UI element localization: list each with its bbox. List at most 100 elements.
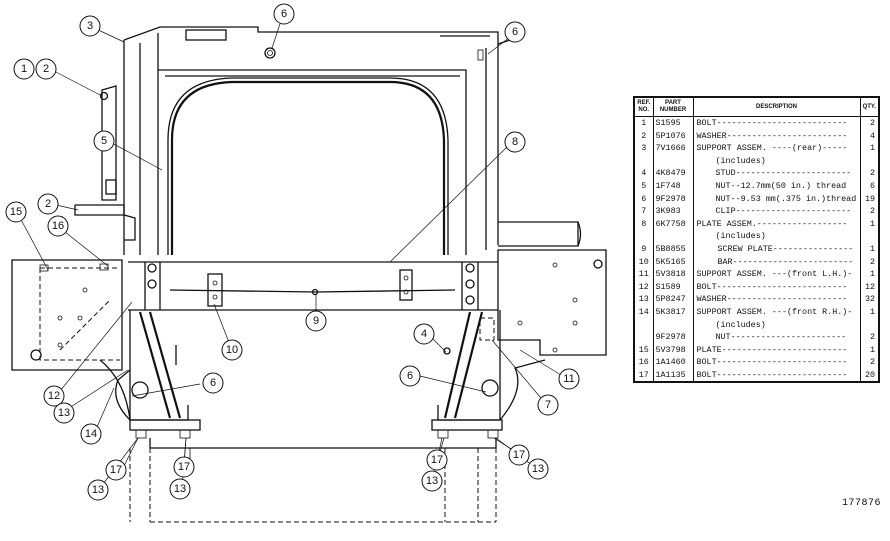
svg-text:13: 13 [426, 475, 438, 487]
svg-text:6: 6 [512, 26, 518, 38]
cell-ref-no: 4 [635, 167, 654, 180]
cell-description: BOLT-------------------------- [693, 280, 861, 294]
svg-text:2: 2 [45, 198, 51, 210]
rear-support-assembly [74, 26, 582, 255]
table-row: (includes) [635, 230, 878, 243]
cell-part-number: 5V3798 [653, 343, 694, 357]
svg-text:16: 16 [52, 220, 64, 232]
cell-description: PLATE------------------------- [693, 343, 861, 357]
cell-ref-no: 15 [635, 343, 654, 357]
svg-text:13: 13 [532, 463, 544, 475]
cell-quantity: 2 [869, 357, 875, 368]
cell-description: NUT----------------------- [693, 331, 861, 344]
svg-text:17: 17 [178, 461, 190, 473]
cell-quantity: 6 [869, 180, 875, 191]
callout-1: 1 [13, 58, 35, 80]
cell-description: SUPPORT ASSEM. ---(front L.H.)- [693, 268, 861, 281]
cell-description: WASHER------------------------ [693, 293, 861, 306]
cell-description: SUPPORT ASSEM. ---(front R.H.)- [693, 305, 861, 319]
cell-quantity: 1 [869, 269, 875, 280]
side-plate-left [11, 259, 123, 371]
cell-part-number: 9F2978 [653, 331, 694, 344]
cell-part-number: 1A1460 [653, 356, 694, 369]
cell-description: (includes) [693, 154, 861, 168]
cell-ref-no: 13 [635, 293, 654, 306]
callout-12: 12 [43, 385, 65, 407]
cell-description: CLIP----------------------- [693, 205, 861, 218]
cell-part-number: 6K7758 [653, 217, 694, 231]
callout-8: 8 [504, 131, 526, 153]
cell-ref-no [635, 318, 654, 332]
header-quantity: QTY. [860, 98, 878, 117]
callout-13-left-b: 13 [169, 478, 191, 500]
cell-ref-no: 9 [635, 242, 654, 256]
cell-quantity: 2 [869, 118, 875, 128]
cell-ref-no: 6 [635, 192, 654, 206]
header-description: DESCRIPTION [693, 98, 861, 117]
svg-text:12: 12 [48, 390, 60, 402]
cell-description: NUT--9.53 mm(.375 in.)thread [693, 192, 861, 206]
cell-description: BOLT-------------------------- [693, 116, 861, 130]
svg-text:9: 9 [313, 315, 319, 327]
cell-ref-no [635, 230, 654, 243]
cell-ref-no: 12 [635, 280, 654, 294]
cell-part-number: S1595 [653, 116, 694, 130]
cell-ref-no: 5 [635, 179, 654, 193]
callout-13-right-a: 13 [421, 470, 443, 492]
cell-quantity: 20 [864, 369, 875, 380]
cell-ref-no: 8 [635, 217, 654, 231]
cell-part-number: 1A1135 [653, 368, 694, 382]
cell-quantity: 2 [869, 168, 875, 179]
callout-13-left-upper: 13 [53, 402, 75, 424]
svg-text:4: 4 [421, 328, 427, 340]
cell-ref-no: 11 [635, 268, 654, 281]
cell-ref-no: 17 [635, 368, 654, 382]
cell-description: WASHER------------------------ [693, 129, 861, 143]
callout-6-top-right: 6 [504, 21, 526, 43]
cell-ref-no: 16 [635, 356, 654, 369]
table-row: (includes) [635, 154, 878, 168]
figure-id: 177876 [842, 498, 882, 509]
callouts: 6 6 3 1 2 5 8 15 2 16 9 10 4 6 6 11 7 12… [5, 3, 580, 501]
cell-quantity [860, 230, 878, 243]
callout-17-left-a: 17 [105, 459, 127, 481]
cell-ref-no [635, 331, 654, 344]
svg-text:8: 8 [512, 136, 518, 148]
plate-assembly [128, 261, 498, 311]
cell-quantity: 1 [869, 143, 875, 154]
cell-ref-no [635, 154, 654, 168]
cell-quantity: 2 [869, 206, 875, 217]
cell-quantity: 2 [869, 256, 875, 267]
svg-text:13: 13 [174, 483, 186, 495]
cell-description: BAR------------------------ [693, 255, 861, 269]
cell-description: BOLT-------------------------- [693, 356, 861, 369]
cell-quantity: 19 [864, 193, 875, 204]
callout-17-right-b: 17 [508, 444, 530, 466]
cell-description: (includes) [693, 230, 861, 243]
leader-lines [17, 17, 567, 489]
callout-13-right-b: 13 [527, 458, 549, 480]
front-support-right [431, 310, 546, 439]
svg-text:17: 17 [513, 449, 525, 461]
cell-part-number: 1F748 [653, 179, 694, 193]
cell-quantity: 1 [869, 218, 875, 229]
cell-quantity: 12 [864, 281, 875, 292]
svg-text:13: 13 [92, 484, 104, 496]
callout-17-left-b: 17 [173, 456, 195, 478]
cell-quantity: 1 [869, 306, 875, 317]
callout-6-right: 6 [399, 365, 421, 387]
